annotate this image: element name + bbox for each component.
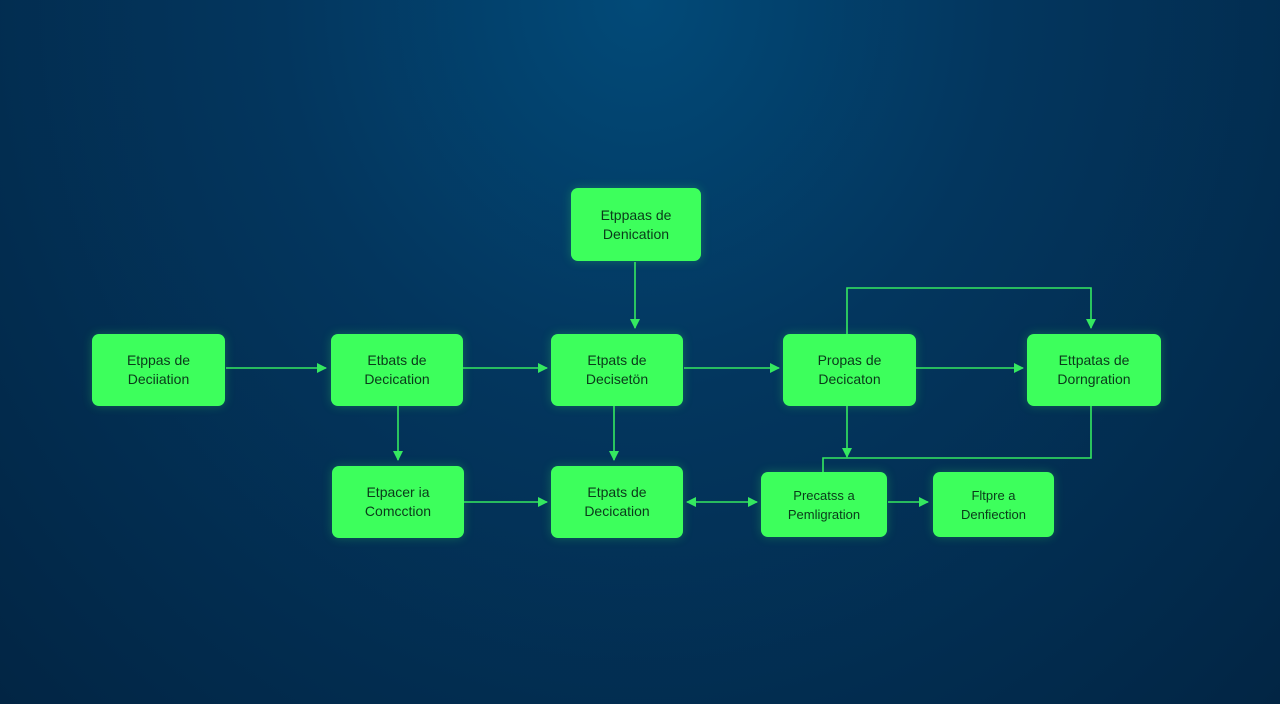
node-etpacer-comcction[interactable]: Etpacer ia Comcction bbox=[332, 466, 464, 538]
edge-n5-n9 bbox=[822, 406, 1092, 472]
node-label-line1: Fltpre a bbox=[971, 487, 1016, 503]
node-label-line2: Denication bbox=[602, 225, 670, 242]
node-fltpre-denfiection[interactable]: Fltpre a Denfiection bbox=[933, 472, 1054, 537]
node-label-line2: Decisetön bbox=[585, 371, 649, 387]
node-label-line1: Ettpatas de bbox=[1058, 352, 1130, 368]
node-label-line2: Dorngration bbox=[1057, 371, 1131, 387]
node-label-line1: Propas de bbox=[817, 352, 882, 368]
node-label-line1: Etppaas de bbox=[600, 206, 672, 223]
node-label-line2: Decication bbox=[364, 371, 430, 387]
node-etppas-deciiation[interactable]: Etppas de Deciiation bbox=[92, 334, 225, 406]
node-etpats-decication[interactable]: Etpats de Decication bbox=[551, 466, 683, 538]
node-label-line2: Denfiection bbox=[960, 506, 1027, 522]
node-etbats-decication[interactable]: Etbats de Decication bbox=[331, 334, 463, 406]
node-label-line1: Etbats de bbox=[367, 352, 427, 368]
node-ettpatas-dorngration[interactable]: Ettpatas de Dorngration bbox=[1027, 334, 1161, 406]
node-etpats-decisetion[interactable]: Etpats de Decisetön bbox=[551, 334, 683, 406]
node-label-line1: Etppas de bbox=[126, 352, 191, 368]
edge-n4-n5-top bbox=[846, 287, 1096, 334]
node-label-line2: Decicaton bbox=[818, 371, 881, 387]
node-etppaas-denication[interactable]: Etppaas de Denication bbox=[571, 188, 701, 261]
node-label-line2: Pemligration bbox=[787, 506, 861, 522]
node-label-line2: Decication bbox=[584, 503, 650, 519]
node-label-line1: Etpacer ia bbox=[366, 484, 430, 500]
node-propas-decicaton[interactable]: Propas de Decicaton bbox=[783, 334, 916, 406]
node-label-line2: Deciiation bbox=[127, 371, 190, 387]
node-label-line1: Precatss a bbox=[793, 487, 855, 503]
node-label-line1: Etpats de bbox=[587, 352, 647, 368]
node-precatss-pemligration[interactable]: Precatss a Pemligration bbox=[761, 472, 887, 537]
node-label-line1: Etpats de bbox=[587, 484, 647, 500]
node-label-line2: Comcction bbox=[364, 503, 432, 519]
